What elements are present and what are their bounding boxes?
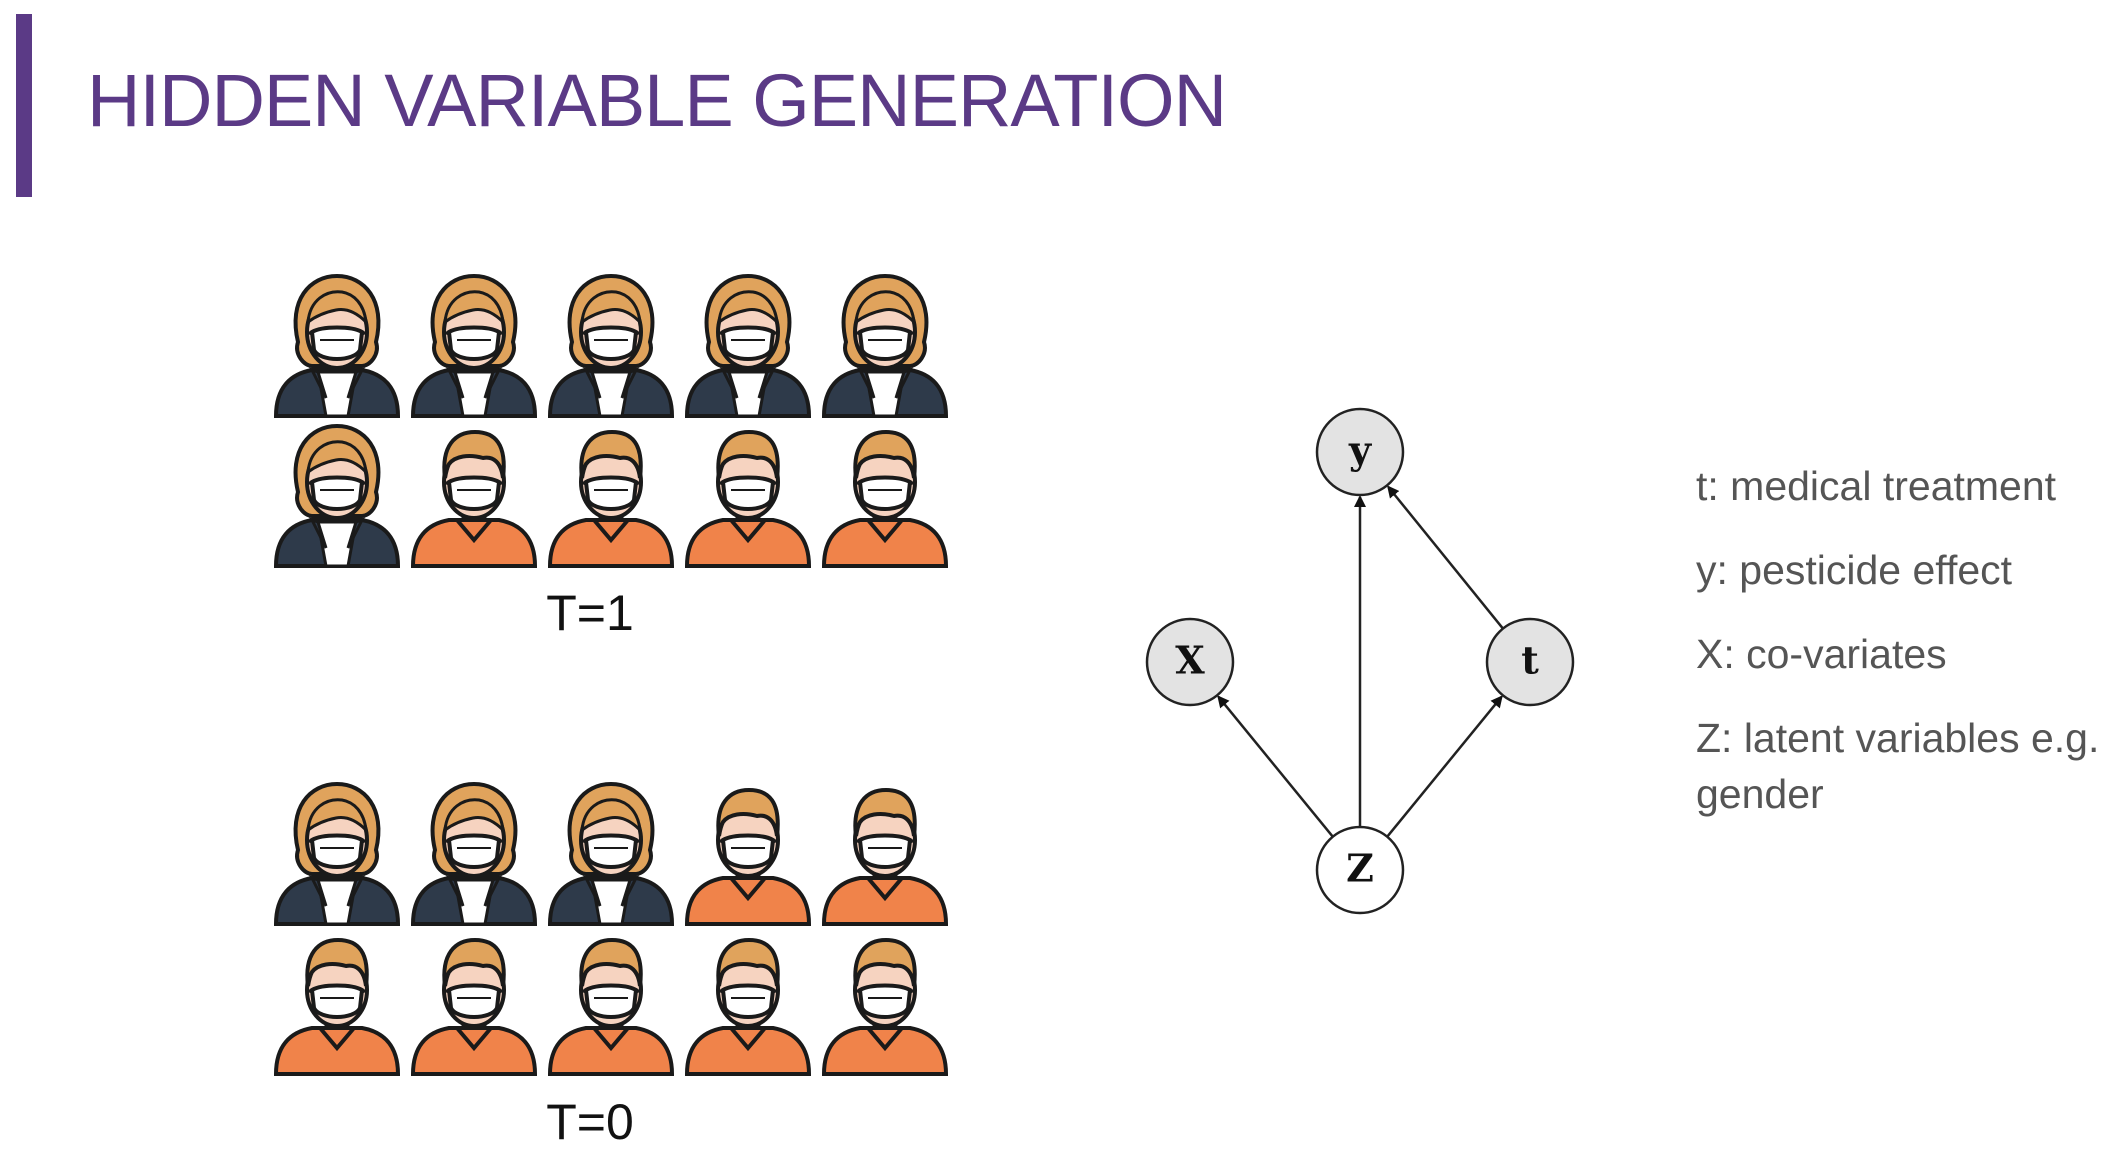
man-masked-icon — [684, 787, 812, 926]
node-y-label: y — [1348, 428, 1372, 473]
legend-item-z-continued: gender — [1696, 771, 1824, 817]
legend: t: medical treatment y: pesticide effect… — [1696, 458, 2116, 822]
legend-item-t: t: medical treatment — [1696, 463, 2057, 509]
node-Z-label: Z — [1346, 846, 1374, 891]
man-masked-icon — [410, 429, 538, 568]
node-X-label: X — [1175, 638, 1205, 683]
node-Z — [1315, 825, 1405, 915]
woman-masked-icon — [273, 423, 401, 568]
node-X — [1145, 617, 1235, 707]
node-t — [1485, 617, 1575, 707]
man-masked-icon — [821, 429, 949, 568]
node-y — [1315, 407, 1405, 497]
legend-item-y: y: pesticide effect — [1696, 547, 2013, 593]
man-masked-icon — [684, 429, 812, 568]
woman-masked-icon — [821, 273, 949, 418]
group-t0-label: T=0 — [546, 1094, 634, 1150]
title-accent-bar — [16, 14, 32, 197]
edge-Z-to-t — [1386, 695, 1503, 838]
slide-title: HIDDEN VARIABLE GENERATION — [87, 59, 1227, 142]
legend-item-z: Z: latent variables e.g. — [1696, 715, 2100, 761]
man-masked-icon — [821, 937, 949, 1076]
man-masked-icon — [547, 429, 675, 568]
woman-masked-icon — [273, 781, 401, 926]
woman-masked-icon — [410, 781, 538, 926]
woman-masked-icon — [410, 273, 538, 418]
graph-edges — [1217, 485, 1504, 838]
woman-masked-icon — [684, 273, 812, 418]
group-t1-label: T=1 — [546, 585, 634, 641]
woman-masked-icon — [547, 781, 675, 926]
edge-t-to-y — [1387, 485, 1504, 630]
man-masked-icon — [821, 787, 949, 926]
man-masked-icon — [547, 937, 675, 1076]
legend-item-x: X: co-variates — [1696, 631, 1947, 677]
woman-masked-icon — [547, 273, 675, 418]
man-masked-icon — [273, 937, 401, 1076]
woman-masked-icon — [273, 273, 401, 418]
man-masked-icon — [684, 937, 812, 1076]
edge-Z-to-X — [1217, 695, 1334, 838]
man-masked-icon — [410, 937, 538, 1076]
node-t-label: t — [1521, 638, 1539, 683]
